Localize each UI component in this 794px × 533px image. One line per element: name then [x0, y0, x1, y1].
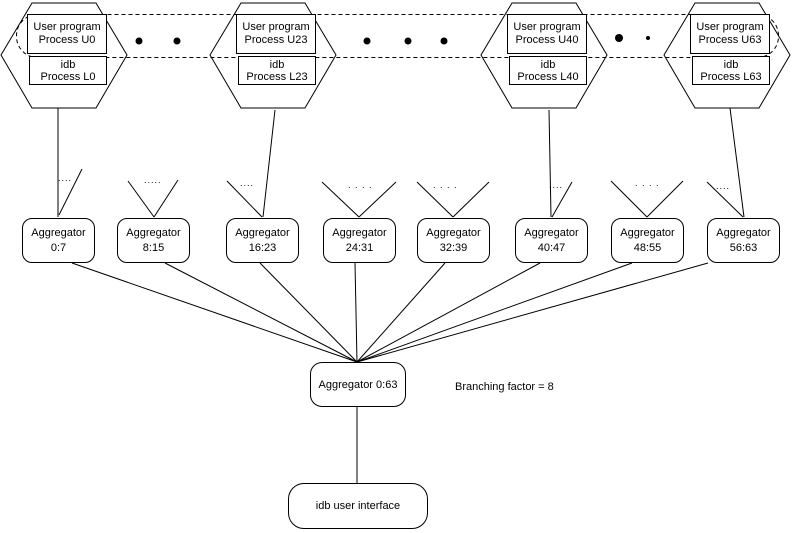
idb-process-box-l23: idb Process L23: [238, 56, 316, 85]
aggregator-range: 24:31: [345, 241, 374, 254]
user-program-box-u40: User program Process U40: [507, 14, 587, 54]
ellipsis-dots: ....: [549, 180, 564, 190]
ellipsis-dots: ....: [58, 173, 73, 183]
process-id-label: Process L40: [517, 70, 579, 83]
process-id-label: Process U0: [38, 34, 96, 46]
user-program-label: User program: [696, 21, 764, 33]
idb-user-interface-label: idb user interface: [315, 500, 401, 512]
user-program-box-u23: User program Process U23: [236, 14, 316, 54]
aggregator-range: 40:47: [537, 241, 566, 254]
aggregator-title: Aggregator: [31, 226, 86, 239]
process-id-label: Process U23: [244, 34, 308, 46]
process-id-label: Process L23: [246, 70, 308, 83]
hexagon-shapes: [0, 2, 791, 109]
aggregator-title: Aggregator: [524, 226, 579, 239]
aggregator-to-root-fan-lines: [71, 262, 709, 363]
idb-label: idb: [723, 58, 739, 71]
idb-process-box-l63: idb Process L63: [692, 56, 770, 85]
hexagon-u0: [0, 2, 128, 109]
aggregator-fanin-arms: [58, 168, 744, 218]
aggregator-title: Aggregator: [716, 226, 771, 239]
user-program-label: User program: [513, 21, 581, 33]
aggregator-node-48-55: Aggregator 48:55: [611, 218, 684, 263]
idb-process-box-l0: idb Process L0: [29, 56, 107, 85]
aggregator-title: Aggregator: [620, 226, 675, 239]
aggregator-node-24-31: Aggregator 24:31: [323, 218, 396, 263]
aggregator-range: 48:55: [633, 241, 662, 254]
aggregator-node-16-23: Aggregator 16:23: [226, 218, 299, 263]
user-program-box-u63: User program Process U63: [690, 14, 770, 54]
user-program-label: User program: [242, 21, 310, 33]
hexagon-u63: [663, 2, 791, 109]
hexagon-u40: [480, 2, 608, 109]
idb-label: idb: [269, 58, 285, 71]
aggregator-title: Aggregator: [426, 226, 481, 239]
aggregator-node-32-39: Aggregator 32:39: [417, 218, 490, 263]
aggregator-node-40-47: Aggregator 40:47: [515, 218, 588, 263]
aggregator-node-8-15: Aggregator 8:15: [117, 218, 190, 263]
idb-process-box-l40: idb Process L40: [509, 56, 587, 85]
idb-label: idb: [60, 58, 76, 71]
process-id-label: Process U63: [698, 34, 762, 46]
ellipsis-dots: . . . .: [635, 178, 660, 188]
process-id-label: Process L0: [40, 70, 96, 83]
aggregator-range: 32:39: [439, 241, 468, 254]
ellipsis-dots: . . . .: [348, 180, 373, 190]
aggregator-title: Aggregator: [235, 226, 290, 239]
aggregator-range: 0:7: [50, 241, 67, 254]
process-id-label: Process U40: [515, 34, 579, 46]
aggregator-node-0-7: Aggregator 0:7: [22, 218, 95, 263]
hexagon-to-aggregator-connectors: [57, 107, 745, 218]
process-id-label: Process L63: [700, 70, 762, 83]
ellipsis-dots: . . . .: [433, 180, 458, 190]
user-program-label: User program: [33, 21, 101, 33]
ellipsis-dots: .....: [144, 175, 162, 185]
hexagon-u23: [209, 2, 337, 109]
aggregator-range: 8:15: [142, 241, 165, 254]
idb-label: idb: [540, 58, 556, 71]
aggregator-range: 16:23: [248, 241, 277, 254]
root-aggregator-node: Aggregator 0:63: [310, 362, 406, 407]
aggregator-node-56-63: Aggregator 56:63: [707, 218, 780, 263]
aggregator-range: 56:63: [729, 241, 758, 254]
ellipsis-dots: ....: [716, 181, 731, 191]
dashed-cluster-boundary: [16, 14, 779, 58]
aggregator-title: Aggregator: [126, 226, 181, 239]
hexagon-gap-ellipsis-dots: [135, 34, 650, 45]
branching-factor-label: Branching factor = 8: [455, 381, 554, 393]
user-program-box-u0: User program Process U0: [27, 14, 107, 54]
ellipsis-dots: ....: [240, 178, 255, 188]
aggregator-title: Aggregator: [332, 226, 387, 239]
root-aggregator-label: Aggregator 0:63: [318, 378, 398, 391]
idb-user-interface-node: idb user interface: [288, 483, 428, 529]
